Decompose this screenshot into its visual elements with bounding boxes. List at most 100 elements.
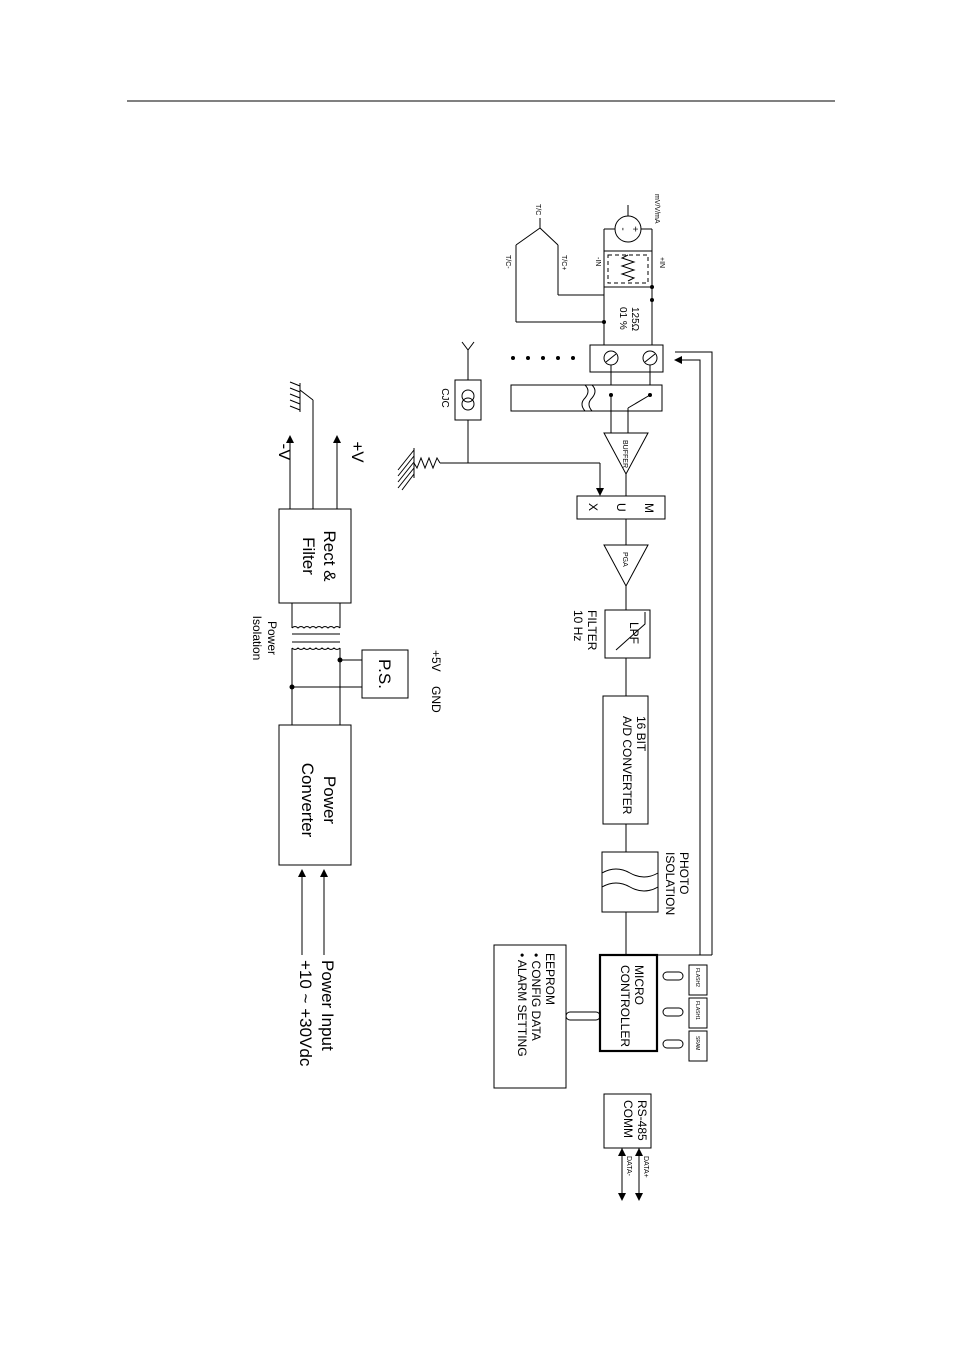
power-converter-line1: Power [320,776,339,825]
cjc-box [454,379,482,421]
isolation-wave [601,882,659,892]
svg-text:Rect &: Rect & [320,530,339,582]
lpf-curve [615,612,646,651]
junction-dot [289,684,295,690]
channel-dots [511,356,575,360]
mux-u: U [614,503,628,512]
pga-amplifier [603,544,649,588]
rect-filter-box [278,508,352,604]
eeprom-config: • CONFIG DATA [529,953,543,1041]
flash2-chip [688,964,708,996]
rs485-box [603,1093,652,1149]
junction-dot [650,298,654,302]
data-plus-label: DATA+ [642,1156,649,1178]
mv-v-ma-label: mV/V/mA [653,194,660,224]
filter-label-line1: FILTER [585,610,599,651]
ps-label: P.S. [375,659,394,689]
rect-filter-line2: Filter [299,537,318,575]
lpf-box [604,609,651,659]
adc-line1: 16 BIT [634,716,648,752]
bus-connector [662,971,684,981]
rs485-line1: RS-485 [635,1100,649,1141]
micro-line2: CONTROLLER [618,965,632,1047]
micro-controller-box [598,953,659,1053]
tc-top-label: T/C [534,204,541,215]
power-isolation-line2: Isolation [250,616,264,661]
junction-dot [602,320,606,324]
switch-break [581,384,589,412]
screw-slot [605,353,617,363]
photo-isolation-line1: PHOTO [677,852,691,894]
tc-plus-label: T/C+ [560,255,567,270]
cjc-resistor [413,456,441,470]
adc-line2: A/D CONVERTER [620,716,634,815]
power-input-line2: +10 ~ +30Vdc [296,960,315,1067]
control-return-line [674,356,701,955]
eeprom-alarm: • ALARM SETTING [515,953,529,1057]
photo-isolation-box [601,851,659,913]
plus-5v-label: +5V [429,650,443,672]
mux-m: M [642,503,656,513]
power-converter-line2: Converter [298,763,317,838]
isolation-transformer [291,603,341,725]
arrowhead [635,1148,643,1156]
bus-connector [662,1007,684,1017]
power-input-line1: Power Input [318,960,337,1051]
bus-connector [662,1039,684,1049]
buffer-amplifier [603,432,649,476]
mux-x: X [586,503,600,511]
ps-box [361,649,409,699]
plus-v-label: +V [348,441,367,463]
filter-label-line2: 10 Hz [571,610,585,641]
screw-slot [644,353,656,363]
photo-isolation-line2: ISOLATION [663,852,677,915]
cjc-label: CJC [439,388,450,407]
cjc-source-icon-2 [461,397,475,411]
resistor-value-line2: 01 % [617,307,628,330]
mux-box [576,495,666,520]
switch-arm [627,394,651,409]
isolation-wave [601,868,659,878]
plus-in-label: +IN [658,257,665,268]
resistor-value-line1: 125Ω [629,307,640,332]
flash2-label: FLASH2 [694,968,700,987]
eeprom-bus-connector [565,1011,601,1021]
tc-minus-label: T/C- [504,255,511,269]
cjc-antenna-arm [461,341,469,351]
minus-in-label: -IN [594,257,601,266]
lpf-label: LPF [627,622,641,644]
cjc-source-icon [461,389,475,403]
rs485-line2: COMM [621,1100,635,1138]
source-plus-sign: + [629,226,640,232]
svg-text:Filter: Filter [299,537,318,575]
junction-dot [337,657,343,663]
sram-label: SRAM [694,1036,700,1050]
ground-hatch-signal [397,448,415,491]
buffer-label: BUFFER [621,440,628,468]
ground-lead [299,389,314,401]
gnd-label: GND [429,686,443,713]
eeprom-title: EEPROM [543,953,557,1005]
micro-line1: MICRO [632,965,646,1005]
flash1-label: FLASH1 [694,1001,700,1020]
source-minus-sign: - [617,227,628,230]
power-isolation-line1: Power [265,621,279,655]
arrowhead [618,1148,626,1156]
channel-switch-block [510,384,663,412]
rect-filter-line1: Rect & [320,530,339,582]
resistor-125-ohm [604,250,652,288]
pga-label: PGA [621,552,628,567]
data-minus-label: DATA- [625,1156,632,1177]
power-converter-box [278,724,352,866]
switch-break [588,384,596,412]
junction-dot [650,285,654,289]
minus-v-label: -V [275,444,294,462]
sram-chip [688,1030,708,1062]
ground-hatch-power [289,381,301,412]
terminal-block [589,344,664,373]
thermocouple-symbol [515,218,604,323]
flash1-chip [688,997,708,1029]
cjc-antenna-arm [467,341,475,351]
control-return-line-2 [675,351,713,955]
